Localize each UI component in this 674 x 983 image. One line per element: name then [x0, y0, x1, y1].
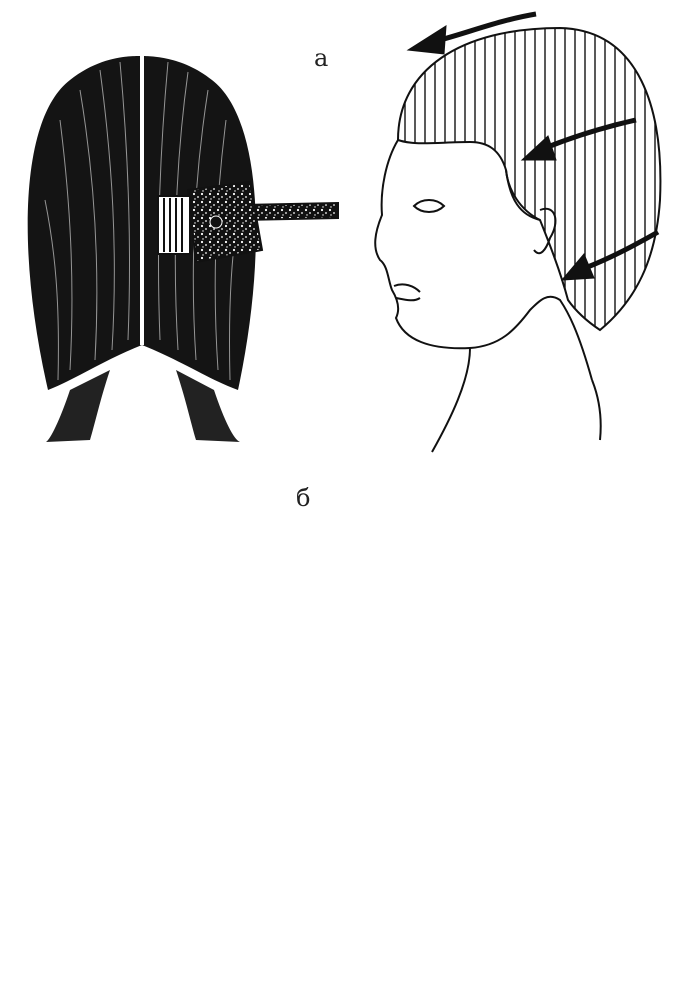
hair-zone-vertical: [398, 28, 660, 330]
eye: [414, 200, 444, 212]
head-profile-top: [375, 14, 660, 452]
figure-label-b: б: [296, 486, 310, 510]
head-back-view-top: [28, 56, 338, 442]
figure-label-a: а: [314, 46, 328, 70]
neck: [432, 348, 470, 452]
